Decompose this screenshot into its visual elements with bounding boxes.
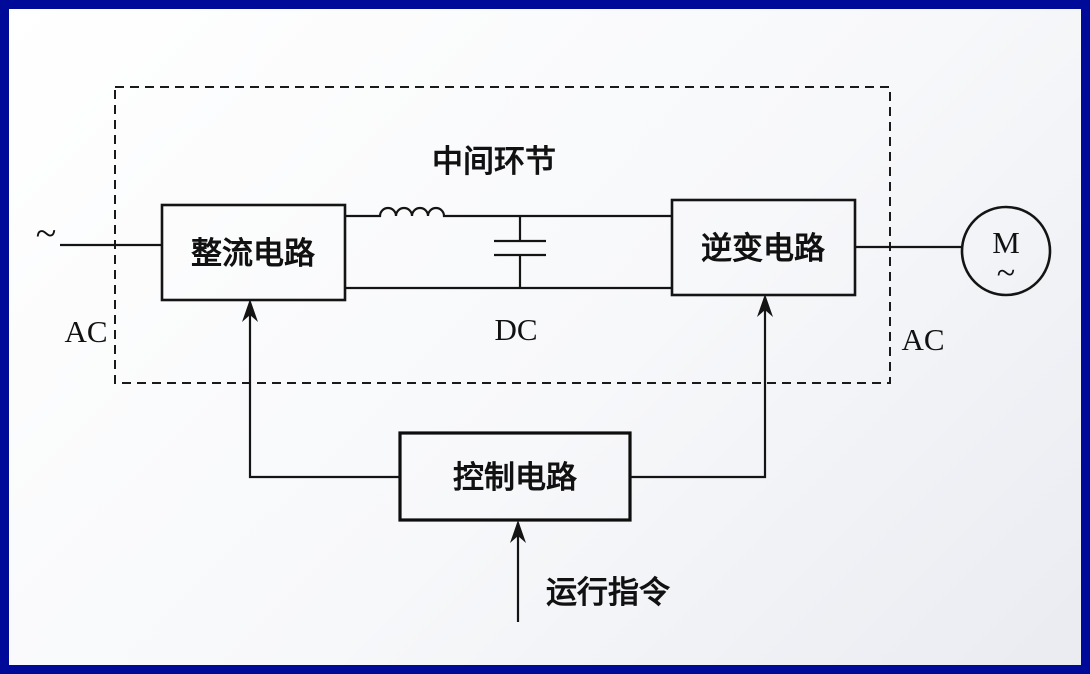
- control-label: 控制电路: [453, 460, 578, 495]
- control-to-inverter-line: [630, 298, 767, 479]
- dc-top-rail-with-inductor-icon: [345, 206, 672, 218]
- control-to-rectifier-line: [248, 303, 400, 479]
- arrow-up-control-icon: [510, 520, 526, 543]
- dc-label: DC: [494, 312, 537, 347]
- motor-tilde-label: ~: [997, 255, 1015, 292]
- run-command-label: 运行指令: [546, 575, 671, 610]
- arrow-up-rectifier-icon: [242, 299, 258, 322]
- inverter-label: 逆变电路: [701, 231, 826, 266]
- capacitor-icon: [494, 216, 546, 288]
- rectifier-label: 整流电路: [191, 236, 316, 271]
- motor-icon: M ~: [960, 205, 1052, 297]
- arrow-up-inverter-icon: [757, 294, 773, 317]
- converter-dashed-boundary: [114, 86, 891, 384]
- intermediate-link-label: 中间环节: [432, 144, 556, 179]
- ac-left-label: AC: [64, 314, 107, 349]
- ac-right-label: AC: [901, 322, 944, 357]
- motor-m-label: M: [992, 225, 1020, 260]
- ac-input-tilde: ~: [36, 213, 57, 255]
- rectifier-box: [160, 203, 347, 302]
